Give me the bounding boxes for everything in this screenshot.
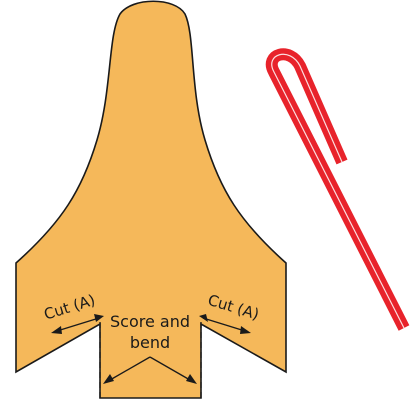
- straw-inner-highlight: [271, 53, 405, 329]
- cut-left-arrow: [51, 314, 104, 334]
- rocket-body-shape: [15, 0, 287, 399]
- score-label-line2: bend: [130, 333, 170, 352]
- cut-right-arrow: [199, 314, 251, 334]
- score-bend-arrows: [103, 356, 197, 384]
- straw-outer-stroke: [265, 48, 410, 331]
- score-label-line1: Score and: [110, 312, 190, 331]
